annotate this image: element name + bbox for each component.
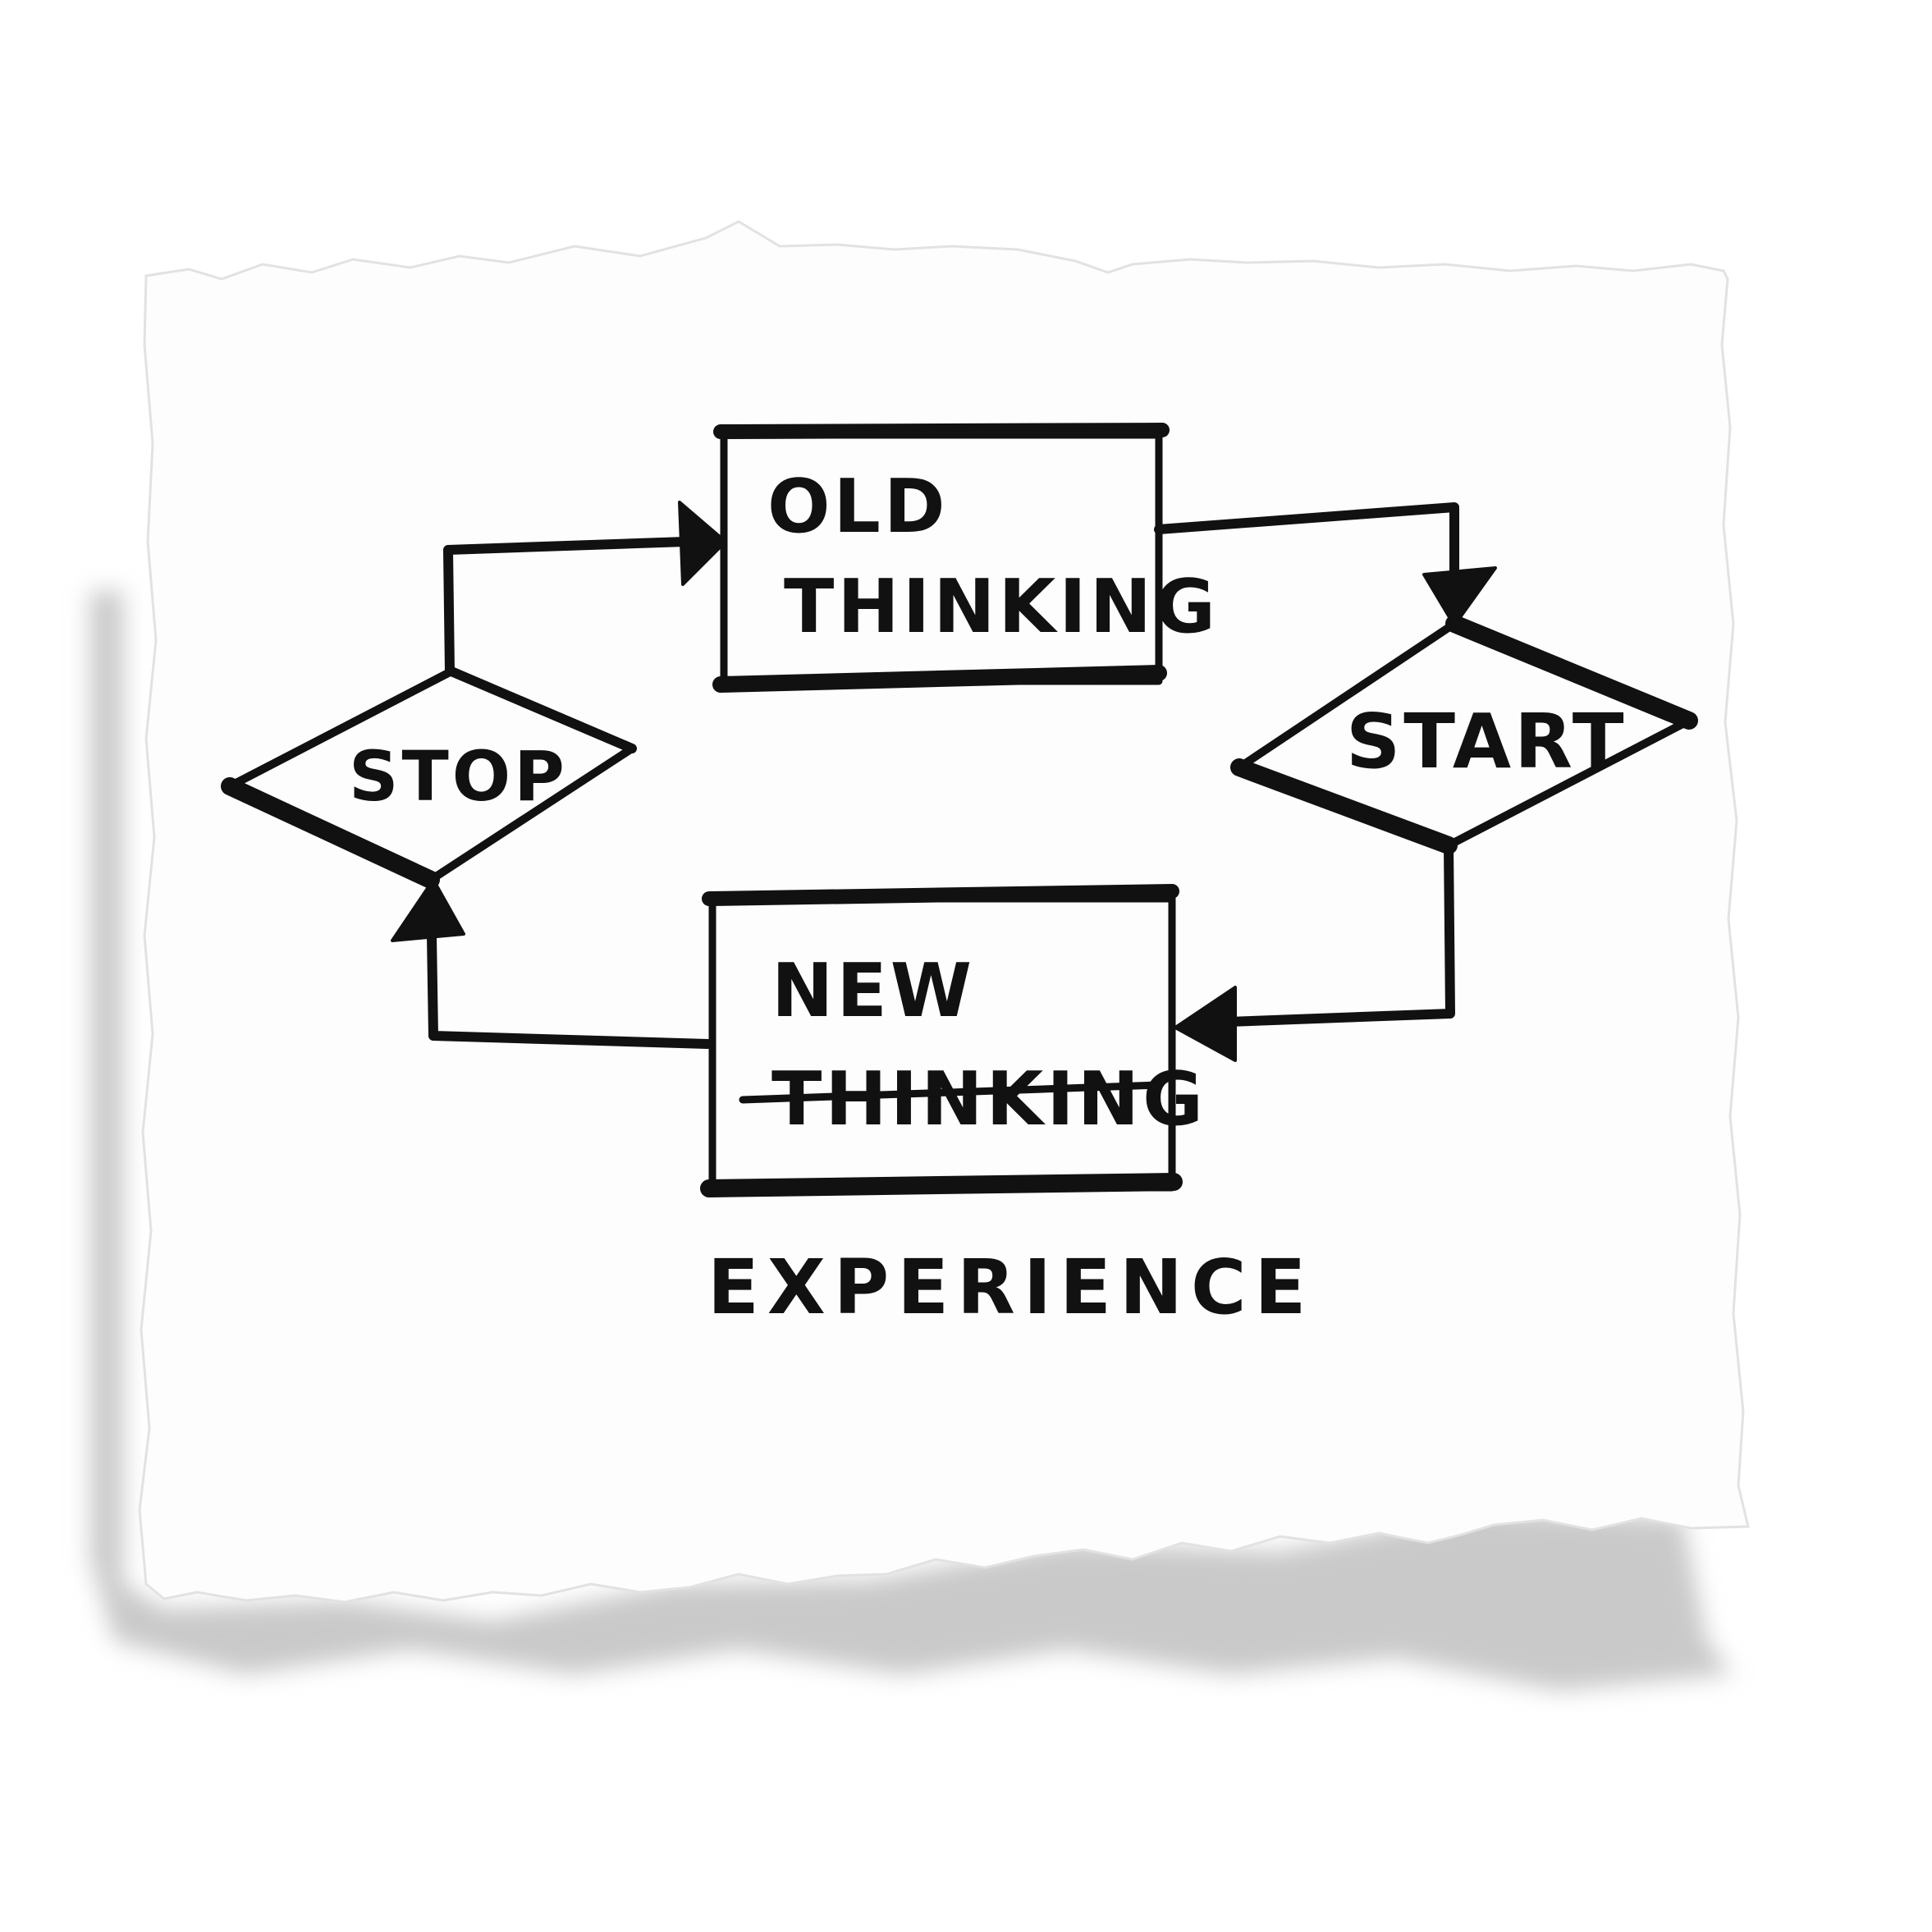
torn-paper	[138, 220, 1750, 1604]
thinking-strikethrough	[739, 1081, 1163, 1104]
new-thinking-line1: NEW	[771, 948, 975, 1034]
start-decision: START	[1230, 615, 1698, 854]
old-thinking-line1: OLD	[767, 464, 949, 550]
connectors	[391, 501, 1497, 1062]
stop-label: STOP	[349, 736, 568, 817]
arrowhead-to-new	[1174, 986, 1237, 1062]
arrowhead-to-old	[678, 501, 727, 586]
arrowhead-to-start	[1422, 566, 1497, 627]
edge-new-to-stop	[427, 931, 712, 1049]
old-thinking-line2: THINKING	[784, 564, 1219, 650]
experience-caption: EXPERIENCE	[707, 1243, 1314, 1331]
old-thinking-box: OLD THINKING	[712, 423, 1219, 693]
edge-start-to-new	[1202, 840, 1455, 1028]
start-label: START	[1346, 698, 1628, 785]
stop-decision: STOP	[221, 666, 637, 889]
arrowhead-to-stop	[391, 878, 465, 942]
new-thinking-box: NEW THINKING	[700, 884, 1203, 1197]
edge-stop-to-old	[443, 537, 690, 676]
paper-shadow	[90, 591, 1732, 1691]
